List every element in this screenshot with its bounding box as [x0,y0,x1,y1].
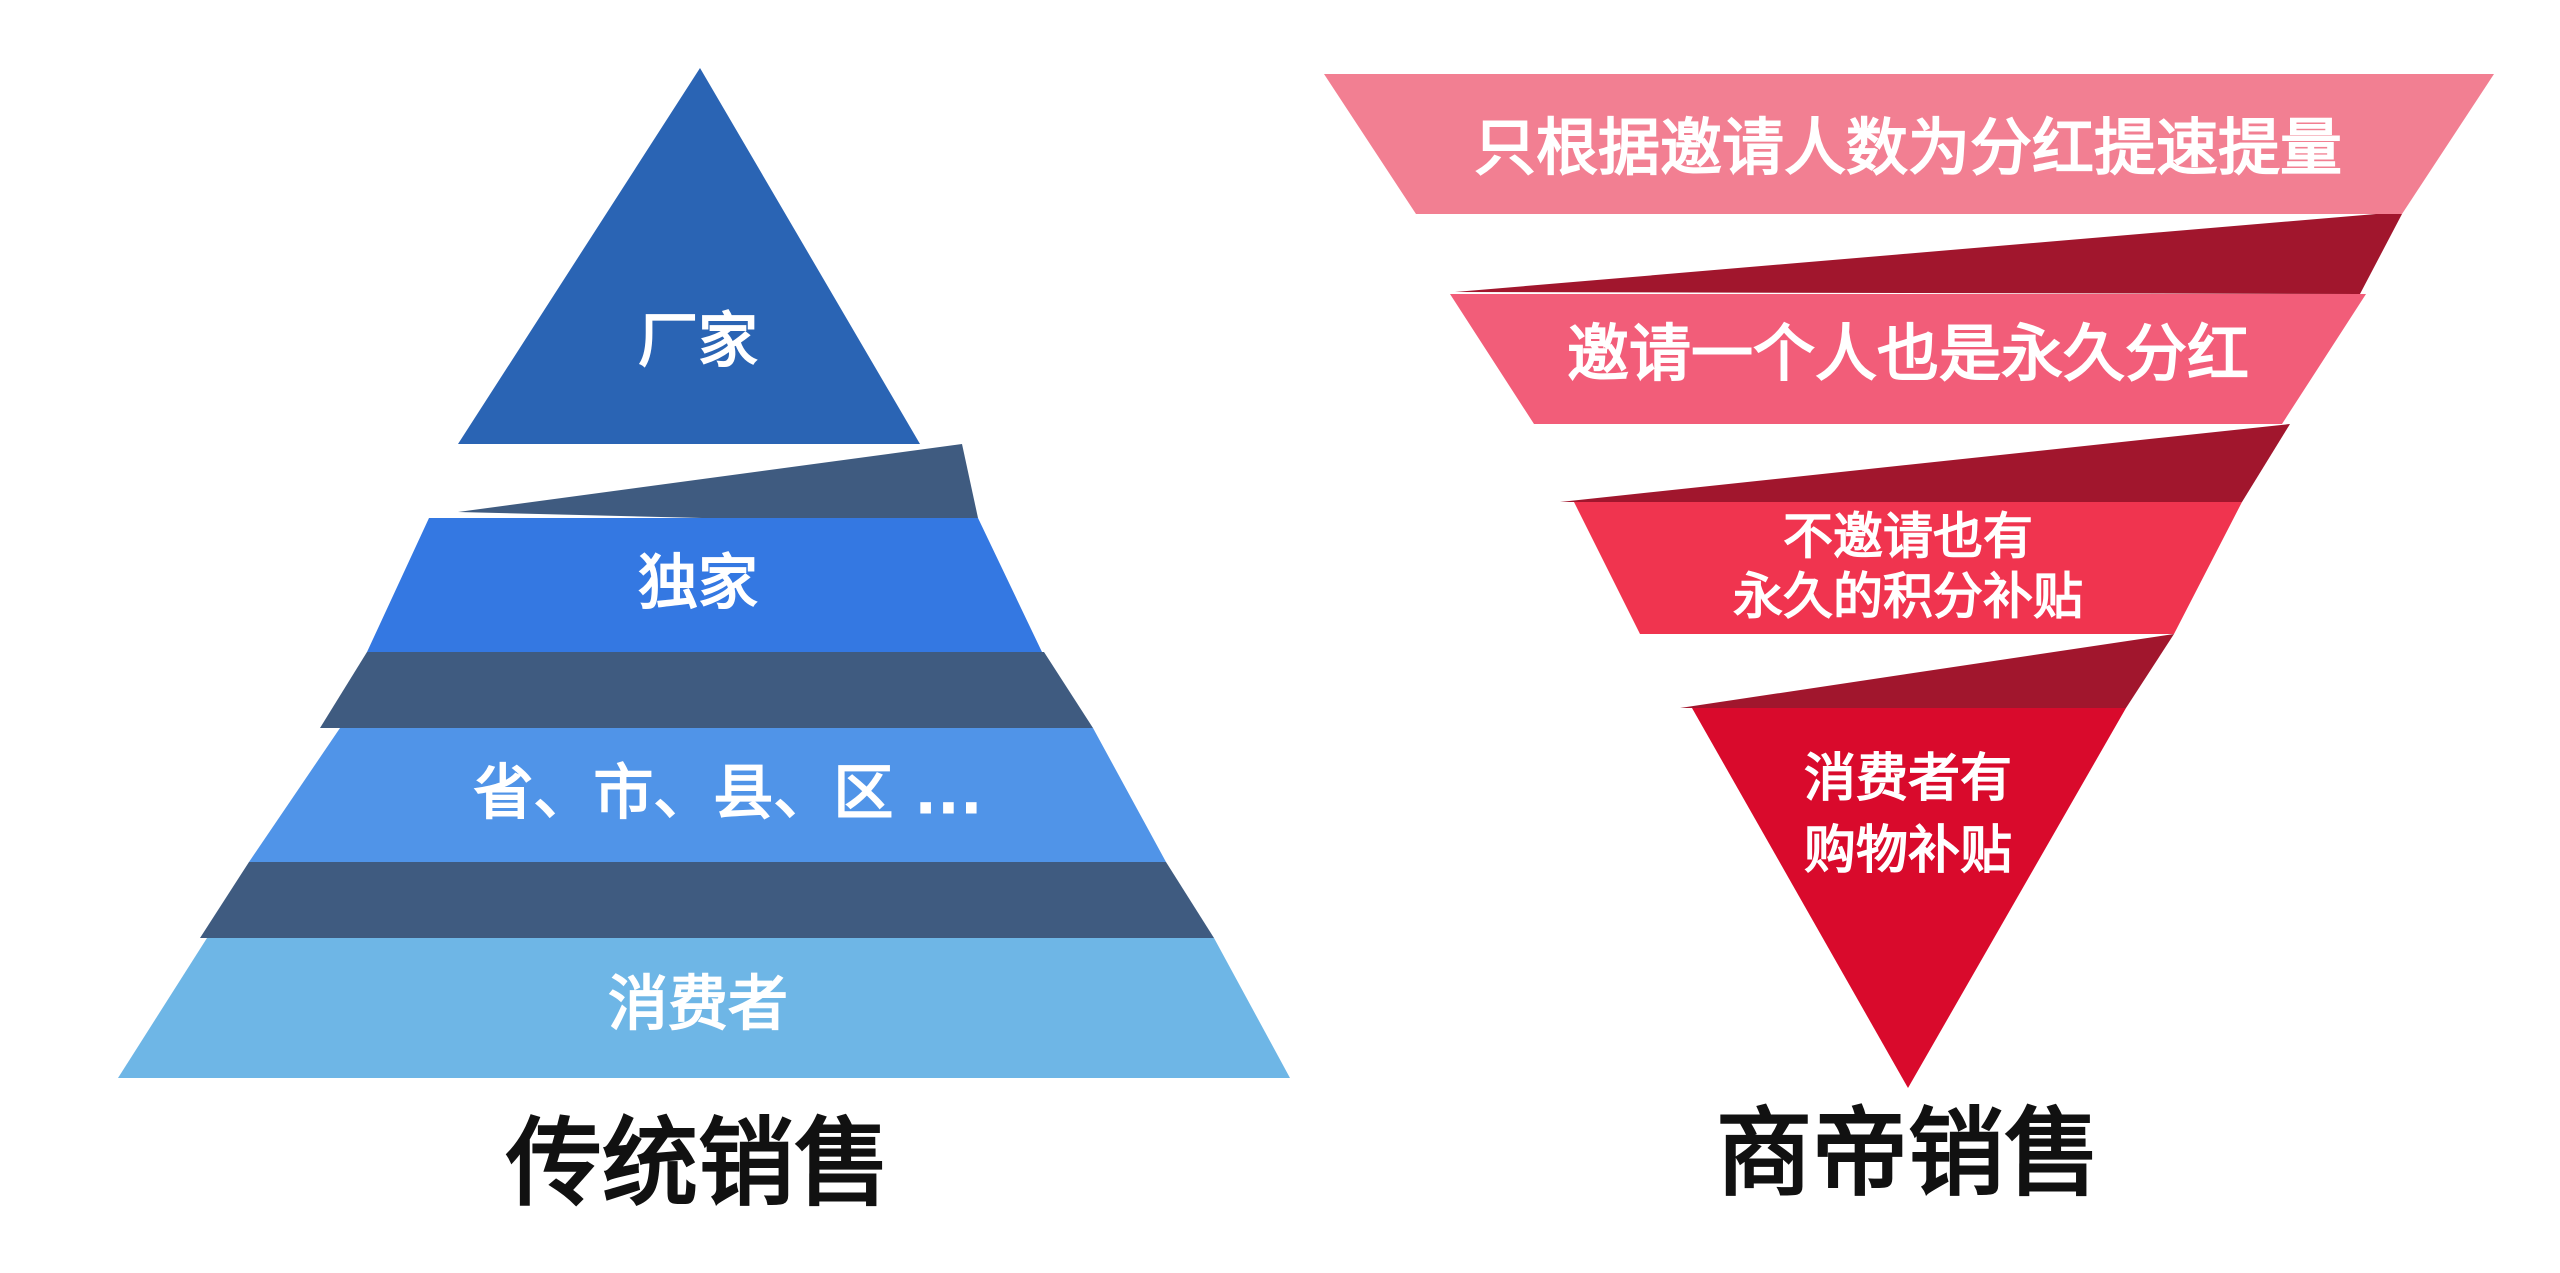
pyramid-tier-3 [249,728,1166,862]
pyramid-label-exclusive: 独家 [638,549,758,619]
inverted-tier-2 [1450,294,2366,424]
inverted-label-4-line-1: 消费者有 [1804,749,2012,809]
pyramid-label-regions: 省、市、县、区 ... [473,759,982,829]
inverted-label-4-line-2: 购物补贴 [1804,821,2012,881]
pyramid-divider-band-1 [458,444,978,518]
traditional-sales-caption: 传统销售 [505,1107,890,1219]
shangdi-sales-inverted-pyramid: 只根据邀请人数为分红提速提量 邀请一个人也是永久分红 不邀请也有 永久的积分补贴… [1324,74,2494,1209]
inverted-tier-1 [1324,74,2494,214]
pyramid-tier-1 [458,68,920,444]
pyramid-divider-band-2 [320,652,1093,728]
inverted-tier-3 [1574,502,2242,634]
traditional-sales-pyramid: 厂家 独家 省、市、县、区 ... 消费者 传统销售 [118,68,1290,1219]
pyramid-label-manufacturer: 厂家 [638,307,758,377]
pyramid-tier-4 [118,938,1290,1078]
inverted-divider-band-3 [1680,634,2174,708]
inverted-divider-band-1 [1455,214,2402,294]
pyramid-tier-2 [367,518,1042,652]
shangdi-sales-caption: 商帝销售 [1716,1097,2100,1209]
inverted-label-1-line-1: 只根据邀请人数为分红提速提量 [1474,111,2342,184]
inverted-label-2-line-1: 邀请一个人也是永久分红 [1567,317,2249,390]
inverted-label-3-line-2: 永久的积分补贴 [1733,568,2083,626]
inverted-tier-4 [1692,708,2126,1088]
pyramid-label-consumer: 消费者 [608,970,788,1040]
inverted-label-3-line-1: 不邀请也有 [1783,508,2033,566]
inverted-divider-band-2 [1560,424,2290,502]
pyramid-divider-band-3 [200,862,1214,938]
